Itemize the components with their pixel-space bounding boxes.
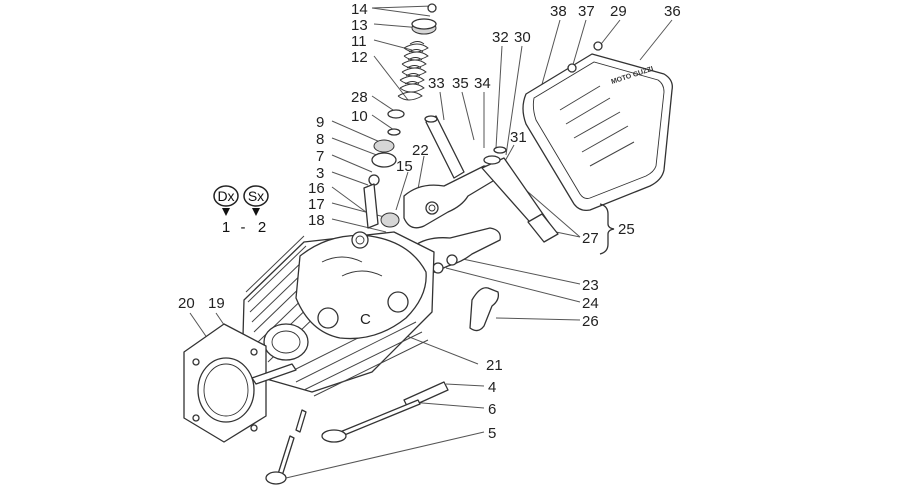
callout-21: 21 — [486, 357, 503, 374]
callout-8: 8 — [316, 131, 324, 148]
callout-19: 19 — [208, 295, 225, 312]
callout-5: 5 — [488, 425, 496, 442]
callout-4: 4 — [488, 379, 496, 396]
head-gasket — [183, 323, 297, 443]
left-side-badge-text: Sx — [248, 188, 264, 204]
callout-27: 27 — [582, 230, 599, 247]
callout-30: 30 — [514, 29, 531, 46]
callout-24: 24 — [582, 295, 599, 312]
callout-9: 9 — [316, 114, 324, 131]
callout-11: 11 — [351, 33, 367, 50]
callout-22: 22 — [412, 142, 429, 159]
callout-33: 33 — [428, 75, 445, 92]
right-side-badge — [213, 185, 239, 207]
left-side-badge — [243, 185, 269, 207]
cylinder-head: C — [241, 231, 435, 397]
callout-28: 28 — [351, 89, 368, 106]
group-brace-25 — [599, 203, 615, 255]
callout-37: 37 — [578, 3, 595, 20]
legend-separator: - — [241, 219, 246, 236]
callout-13: 13 — [351, 17, 368, 34]
callout-labels: 14 13 11 12 28 10 9 8 7 3 16 17 18 15 22… — [178, 1, 681, 442]
callout-6: 6 — [488, 401, 496, 418]
callout-36: 36 — [664, 3, 681, 20]
callout-10: 10 — [351, 108, 368, 125]
callout-16: 16 — [308, 180, 325, 197]
callout-26: 26 — [582, 313, 599, 330]
left-side-number: 2 — [258, 219, 266, 236]
callout-31: 31 — [510, 129, 527, 146]
right-side-number: 1 — [222, 219, 230, 236]
valve-spring-stack — [363, 3, 437, 229]
callout-32: 32 — [492, 29, 509, 46]
left-side-arrow-icon — [252, 208, 260, 216]
callout-18: 18 — [308, 212, 325, 229]
callout-12: 12 — [351, 49, 368, 66]
pushrods — [424, 115, 465, 179]
callout-23: 23 — [582, 277, 599, 294]
callout-38: 38 — [550, 3, 567, 20]
callout-34: 34 — [474, 75, 491, 92]
c-mark: C — [360, 311, 371, 328]
callout-17: 17 — [308, 196, 325, 213]
valves — [265, 381, 449, 485]
callout-20: 20 — [178, 295, 195, 312]
callout-7: 7 — [316, 148, 324, 165]
callout-35: 35 — [452, 75, 469, 92]
callout-25: 25 — [618, 221, 635, 238]
side-legend: Dx Sx 1 - 2 — [213, 185, 269, 236]
callout-3: 3 — [316, 165, 324, 182]
callout-14: 14 — [351, 1, 368, 18]
right-side-arrow-icon — [222, 208, 230, 216]
rocker-cover: MOTO GUZZI — [522, 41, 673, 212]
callout-29: 29 — [610, 3, 627, 20]
right-side-badge-text: Dx — [217, 188, 234, 204]
callout-15: 15 — [396, 158, 413, 175]
